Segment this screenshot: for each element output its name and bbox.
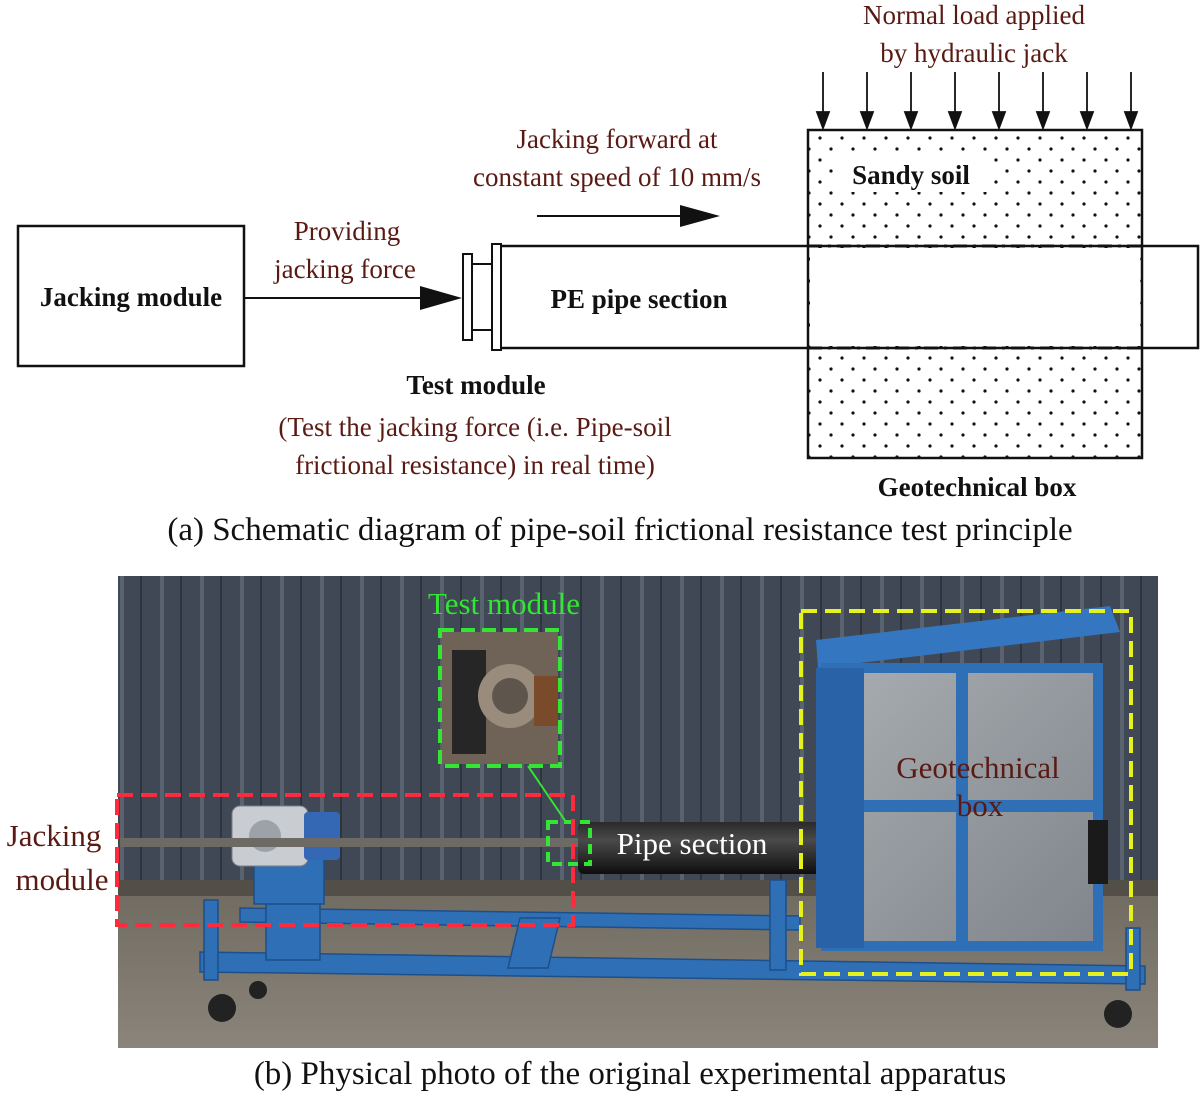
jacking-module-box (16, 224, 246, 368)
normal-load-arrows (815, 72, 1139, 131)
photo-geotechnical-box-label-1: Geotechnical (896, 750, 1060, 785)
providing-force-label-2: jacking force (273, 254, 416, 284)
sandy-soil-label: Sandy soil (852, 160, 970, 190)
jacking-module-highlight-box (115, 793, 575, 927)
pe-pipe-label: PE pipe section (550, 284, 727, 314)
wheels (208, 981, 1132, 1028)
test-module-inset (442, 632, 558, 764)
forward-arrowhead (680, 205, 720, 227)
motor (231, 805, 340, 867)
providing-force-label-1: Providing (294, 216, 401, 246)
photo-panel: Test module Geotechnical box Pipe sectio… (7, 576, 1158, 1092)
jacking-forward-label-1: Jacking forward at (517, 124, 718, 154)
pipe-clear-area (810, 248, 1140, 346)
photo-jacking-module-label-2: module (16, 862, 109, 897)
apparatus-frame (199, 843, 1146, 991)
test-module-body (471, 263, 493, 331)
threaded-rod (120, 838, 580, 847)
jacking-forward-label-2: constant speed of 10 mm/s (473, 162, 761, 192)
test-module-label: Test module (406, 370, 545, 400)
sandy-soil-label-bg (838, 158, 988, 192)
test-module-flange-inner (491, 243, 502, 351)
test-module-highlight-box (546, 820, 592, 866)
inset-connector-line (527, 765, 567, 823)
geotechnical-box-label: Geotechnical box (878, 472, 1077, 502)
test-module-flange-outer (462, 253, 473, 341)
normal-load-label-1: Normal load applied (863, 0, 1085, 30)
test-desc-label-1: (Test the jacking force (i.e. Pipe-soil (278, 412, 671, 442)
photo-box (816, 606, 1120, 951)
test-desc-label-2: frictional resistance) in real time) (295, 450, 655, 480)
test-module-inset-frame (438, 628, 562, 768)
photo-test-module-label: Test module (428, 586, 580, 621)
photo-jacking-module-label-1: Jacking (7, 818, 102, 853)
photo-pipe (578, 822, 838, 874)
caption-b: (b) Physical photo of the original exper… (254, 1056, 1006, 1092)
schematic-panel: Jacking module Providing jacking force P… (16, 0, 1200, 548)
jacking-force-arrowhead (420, 286, 462, 310)
jacking-module-label: Jacking module (40, 282, 222, 312)
photo-pipe-section-label: Pipe section (617, 826, 768, 861)
caption-a: (a) Schematic diagram of pipe-soil frict… (167, 512, 1072, 548)
photo-geotechnical-box-label-2: box (957, 788, 1004, 823)
geotechnical-box-highlight-box (799, 609, 1133, 976)
normal-load-label-2: by hydraulic jack (880, 38, 1068, 68)
